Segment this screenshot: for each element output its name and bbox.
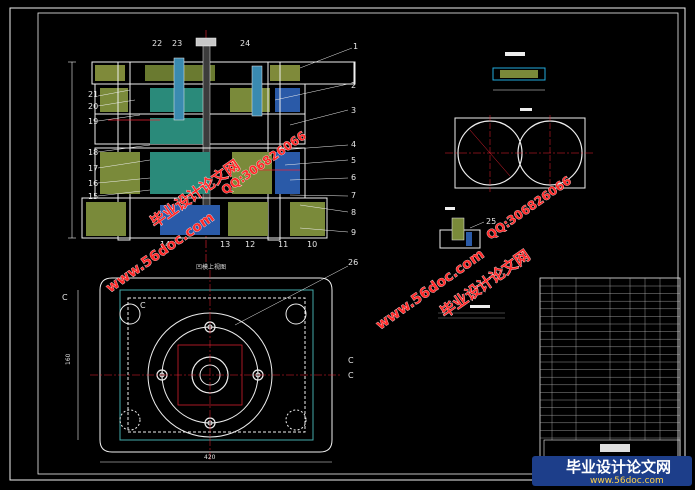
plan-view-title: 凹模上视图 xyxy=(196,263,226,271)
section-mark-c-3: C xyxy=(348,356,354,365)
detail-part-small: 25 xyxy=(439,207,496,249)
technical-notes xyxy=(438,305,505,319)
sheet-border xyxy=(9,7,686,481)
sheet-inner-border xyxy=(37,12,679,475)
site-banner: 毕业设计论文网 www.56doc.com xyxy=(532,456,692,486)
callout-26: 26 xyxy=(348,258,358,267)
callout-15: 15 xyxy=(88,192,98,201)
callout-11: 11 xyxy=(278,240,288,249)
section-mark-c-1: C xyxy=(62,293,68,302)
section-mark-c-2: C xyxy=(140,301,146,310)
callout-21: 21 xyxy=(88,90,98,99)
callout-10: 10 xyxy=(307,240,317,249)
callout-9: 9 xyxy=(351,228,356,237)
callout-25: 25 xyxy=(486,217,496,226)
callout-14: 14 xyxy=(160,240,170,249)
callout-5: 5 xyxy=(351,156,356,165)
banner-brand: 毕业设计论文网 xyxy=(566,458,671,476)
assembly-section xyxy=(68,30,356,262)
callout-7: 7 xyxy=(351,191,356,200)
callout-17: 17 xyxy=(88,164,98,173)
callout-20: 20 xyxy=(88,102,98,111)
plan-view: 凹模上视图 26 160 420 C C C C xyxy=(62,258,358,463)
callout-19: 19 xyxy=(88,117,98,126)
callout-4: 4 xyxy=(351,140,356,149)
parts-list-table xyxy=(539,277,681,461)
section-mark-c-4: C xyxy=(348,371,354,380)
detail-part-top xyxy=(492,52,546,91)
callout-1: 1 xyxy=(353,42,358,51)
callout-2: 2 xyxy=(351,81,356,90)
callout-12: 12 xyxy=(245,240,255,249)
callout-16: 16 xyxy=(88,179,98,188)
callout-8: 8 xyxy=(351,208,356,217)
callout-18: 18 xyxy=(88,148,98,157)
callout-23: 23 xyxy=(172,39,182,48)
dim-bottom-label: 420 xyxy=(204,454,216,461)
assembly-callouts: 22 23 24 1 2 3 4 5 6 7 8 9 10 11 12 13 1… xyxy=(88,39,358,249)
dim-left-label: 160 xyxy=(65,353,72,365)
watermark-group-2: www.56doc.com 毕业设计论文网 QQ:306826066 xyxy=(373,173,574,333)
callout-22: 22 xyxy=(152,39,162,48)
callout-3: 3 xyxy=(351,106,356,115)
banner-url: www.56doc.com xyxy=(590,476,664,486)
detail-blank-layout xyxy=(445,108,595,192)
callout-24: 24 xyxy=(240,39,250,48)
callout-13: 13 xyxy=(220,240,230,249)
callout-6: 6 xyxy=(351,173,356,182)
